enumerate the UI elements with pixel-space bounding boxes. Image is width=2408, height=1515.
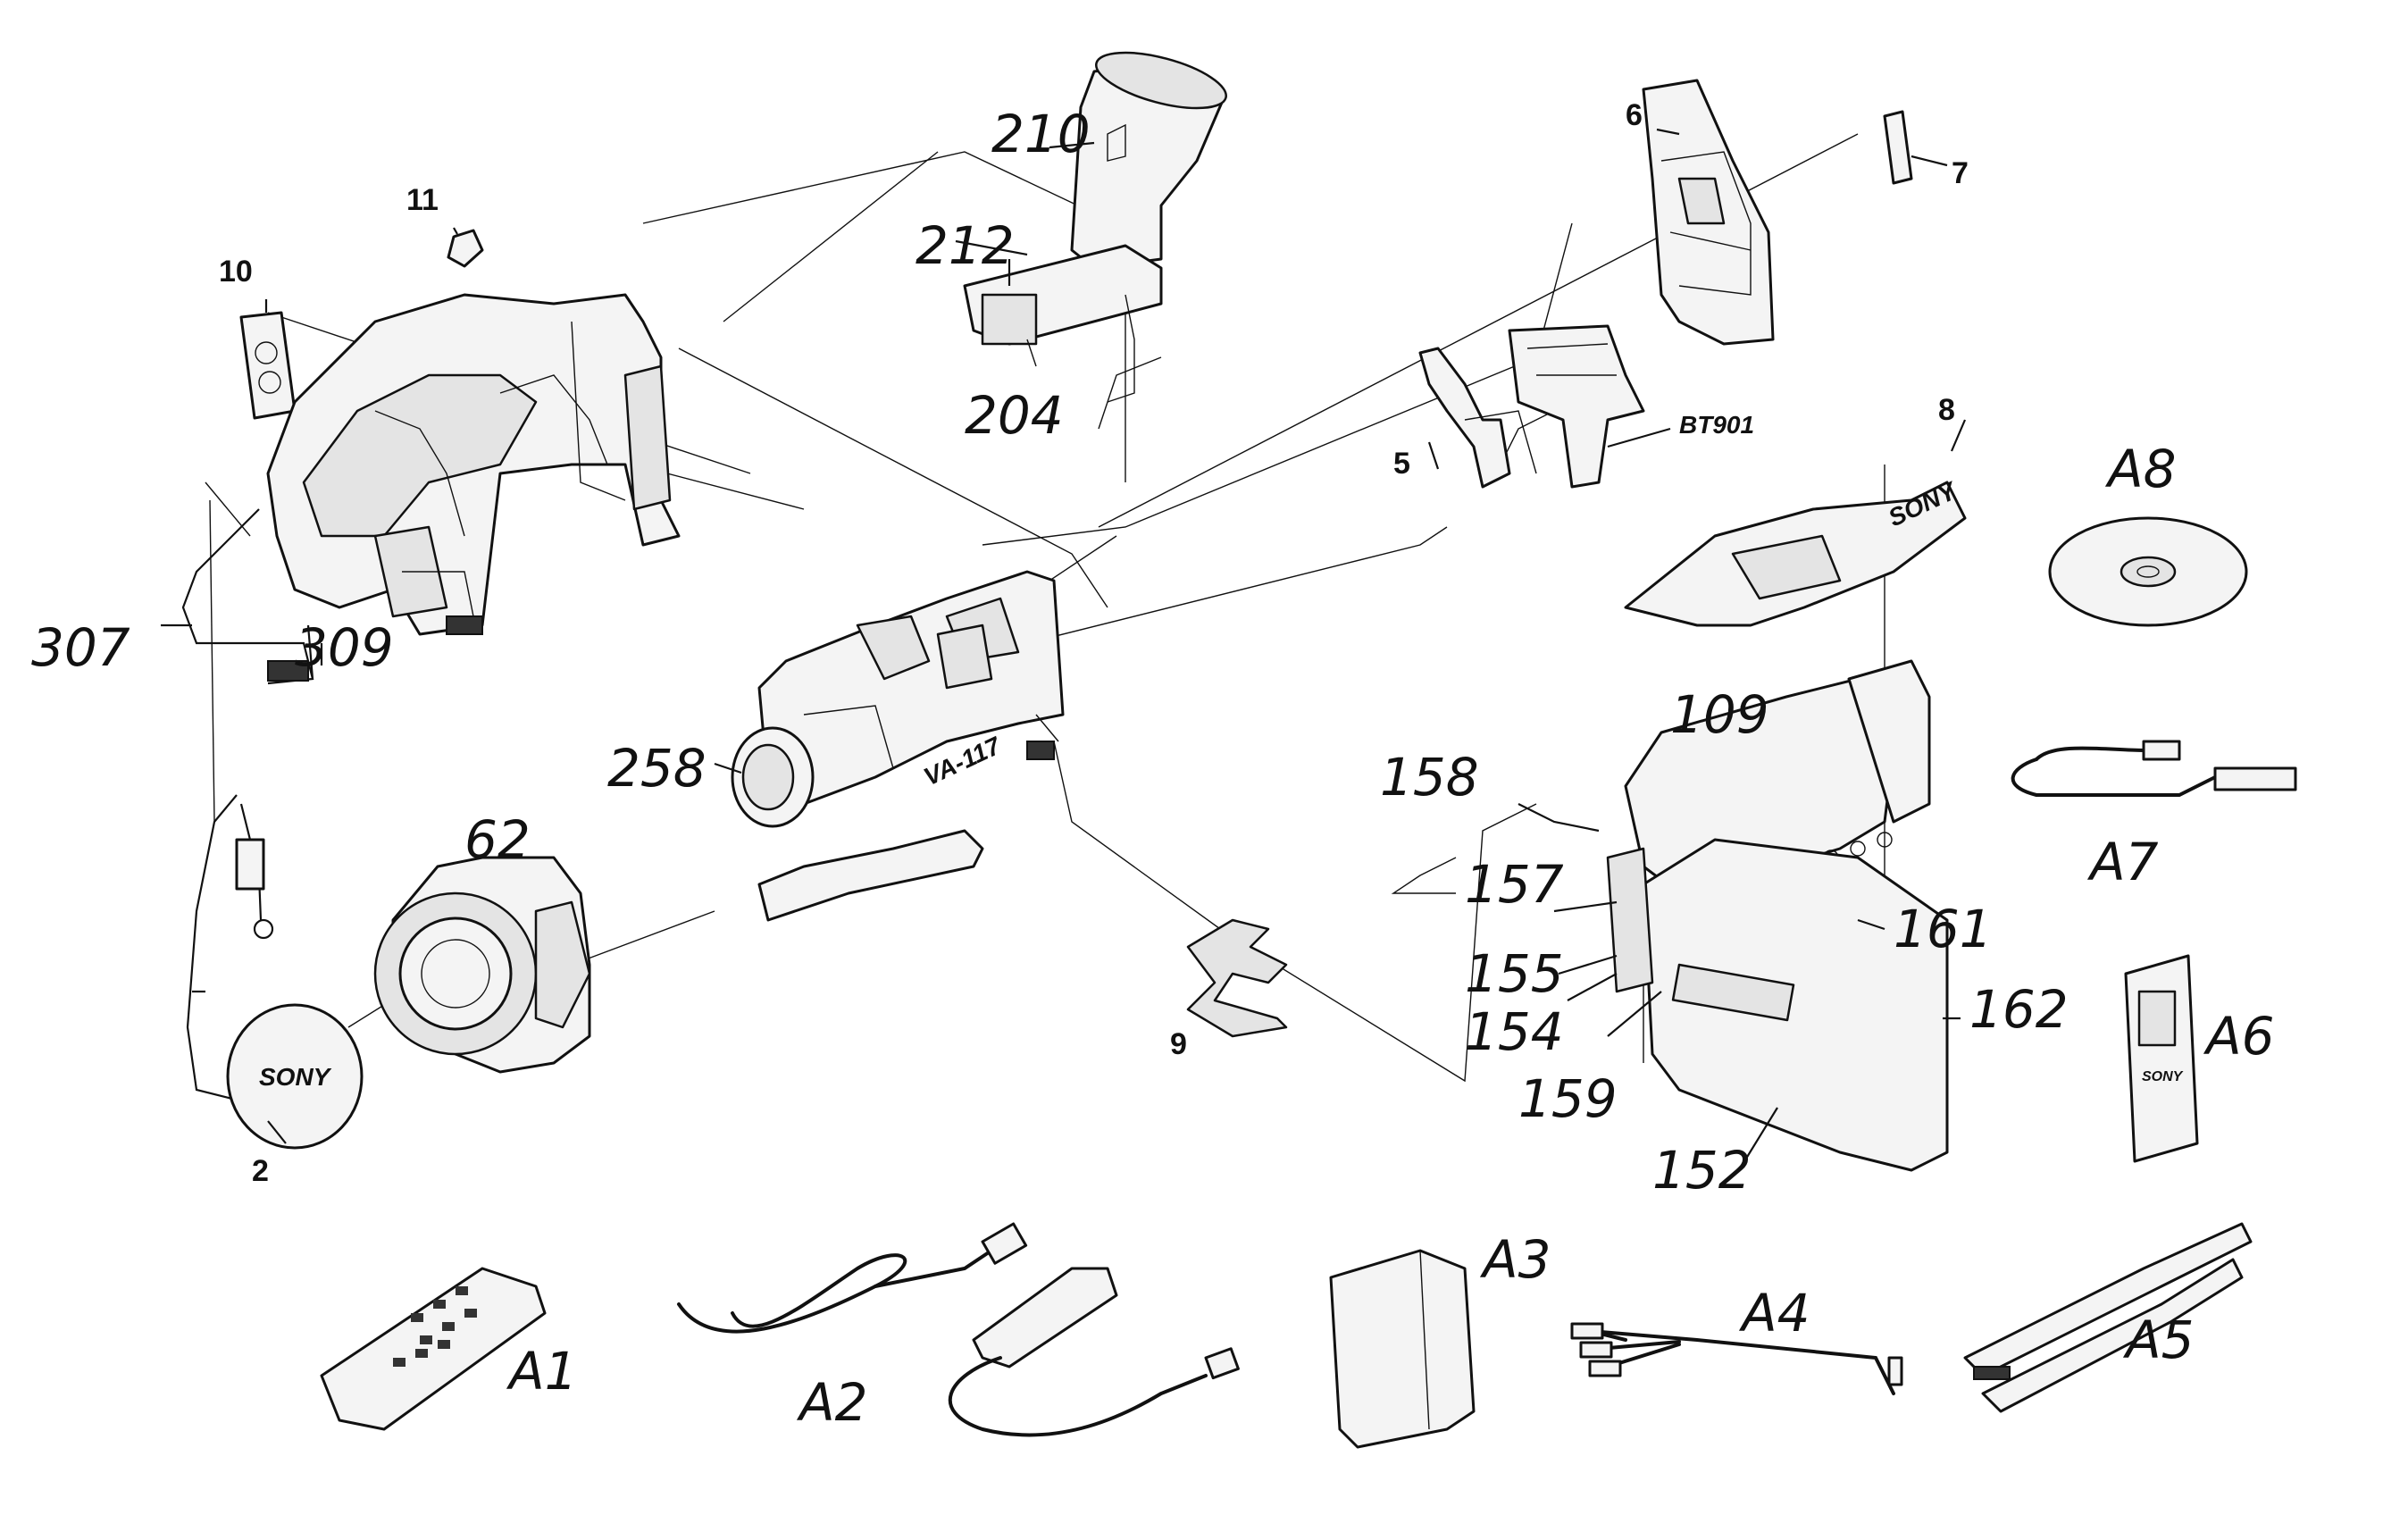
part-11-clip [447,229,484,268]
label-155: 155 [1465,943,1564,1004]
label-a2: A2 [796,1372,868,1433]
label-161: 161 [1894,899,1993,959]
label-6: 6 [1626,98,1643,132]
accessory-a1-remote [320,1267,547,1431]
label-210: 210 [991,104,1091,164]
part-62-lens-hood [373,856,591,1074]
label-2: 2 [252,1154,269,1188]
main-frame-cabinet [266,293,681,636]
label-a5: A5 [2122,1310,2195,1370]
accessory-a2-ac-adaptor [677,1222,1240,1437]
label-8: 8 [1938,393,1955,427]
label-a3: A3 [1479,1229,1551,1290]
part-9-flex [1186,918,1288,1038]
label-bt901: BT901 [1679,411,1754,439]
part-2-lens-cap: SONY [186,794,364,1150]
part-109-cabinet-right [1624,659,1931,895]
label-5: 5 [1393,447,1410,481]
part-152-lcd-panel [1606,838,1949,1172]
label-7: 7 [1952,156,1969,190]
lens-cap-brand: SONY [259,1063,332,1091]
label-10: 10 [219,255,253,289]
accessory-a8-cd [2048,516,2248,627]
label-309: 309 [295,617,394,678]
viewfinder-assembly [963,51,1227,403]
part-bt901-terminal [1508,324,1645,489]
label-159: 159 [1518,1068,1618,1129]
part-7-piece [1883,110,1913,185]
accessory-a3-battery [1329,1249,1476,1449]
card-brand: SONY [2142,1069,2184,1084]
accessory-a6-card [2124,954,2199,1163]
label-a8: A8 [2104,439,2177,499]
label-162: 162 [1969,979,2069,1040]
label-204: 204 [965,385,1064,446]
accessory-a5-strap [1963,1222,2253,1413]
part-labels: 2 5 6 7 8 9 10 11 BT901 VA-117 62 109 15… [31,98,2275,1433]
part-6-holder [1642,79,1775,346]
part-10-plate [239,311,297,420]
label-a1: A1 [506,1341,578,1402]
label-158: 158 [1380,747,1479,808]
label-258: 258 [607,738,707,799]
label-154: 154 [1465,1001,1564,1062]
label-152: 152 [1652,1140,1752,1201]
central-mechanism [731,570,1065,922]
part-307-flex [181,508,314,685]
label-62: 62 [464,809,531,870]
part-8-grip-cover: SONY [1624,476,1967,627]
label-a4: A4 [1738,1283,1810,1343]
leader-lines [161,128,1967,1167]
label-157: 157 [1465,854,1564,915]
label-11: 11 [406,183,439,217]
label-9: 9 [1170,1027,1187,1061]
accessory-a4-av-cable [1570,1322,1903,1395]
label-a6: A6 [2203,1006,2275,1067]
label-a7: A7 [2086,832,2159,892]
label-307: 307 [31,617,130,678]
part-5-bracket [1418,347,1537,489]
label-212: 212 [916,215,1015,276]
accessory-a7-usb-cable [2011,740,2297,797]
label-109: 109 [1670,684,1769,745]
